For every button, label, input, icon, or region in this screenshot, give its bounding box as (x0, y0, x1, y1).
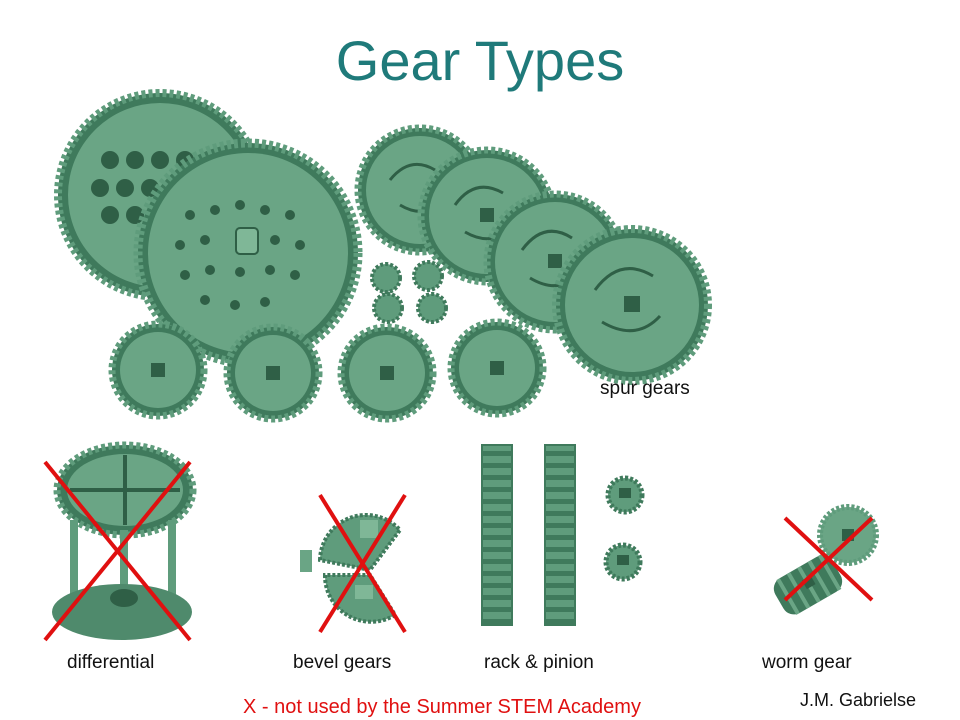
label-bevel-gears: bevel gears (293, 652, 392, 673)
medium-gears-row (108, 318, 547, 423)
not-used-cross-worm (783, 516, 874, 602)
author-credit: J.M. Gabrielse (800, 690, 917, 710)
spur-gear-4 (552, 225, 712, 385)
label-rack-pinion: rack & pinion (484, 652, 594, 673)
slide-title: Gear Types (335, 29, 625, 92)
label-spur-gears: spur gears (600, 378, 690, 399)
not-used-cross-bevel (318, 493, 407, 634)
not-used-note: X - not used by the Summer STEM Academy (243, 696, 641, 718)
not-used-cross-differential (43, 460, 192, 642)
worm-gear (773, 504, 879, 615)
rack-and-pinion (481, 444, 645, 626)
small-pinions (370, 260, 448, 324)
large-gear-front (133, 138, 363, 368)
label-worm-gear: worm gear (762, 652, 852, 673)
label-differential: differential (67, 652, 155, 673)
